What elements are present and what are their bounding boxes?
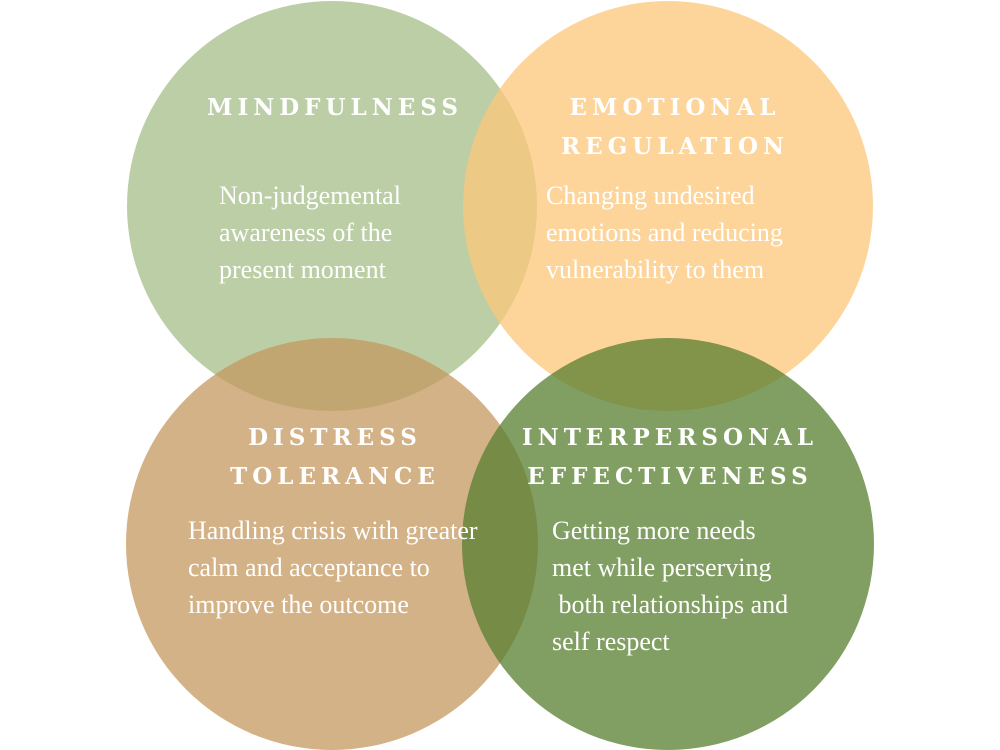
mindfulness-circle [127,1,537,411]
distress-tolerance-circle [126,338,538,750]
emotional-regulation-circle [463,1,873,411]
emotional-regulation-title: EMOTIONAL REGULATION [560,94,790,160]
emotional-regulation-description: Changing undesired emotions and reducing… [546,181,783,284]
mindfulness-description: Non-judgemental awareness of the present… [219,181,401,284]
interpersonal-effectiveness-circle [462,338,874,750]
interpersonal-effectiveness-description: Getting more needs met while perserving … [552,516,789,656]
distress-tolerance-title: DISTRESS TOLERANCE [230,424,440,490]
mindfulness-title: MINDFULNESS [206,94,463,121]
interpersonal-effectiveness-title: INTERPERSONAL EFFECTIVENESS [521,424,819,490]
distress-tolerance-description: Handling crisis with greater calm and ac… [188,516,478,619]
